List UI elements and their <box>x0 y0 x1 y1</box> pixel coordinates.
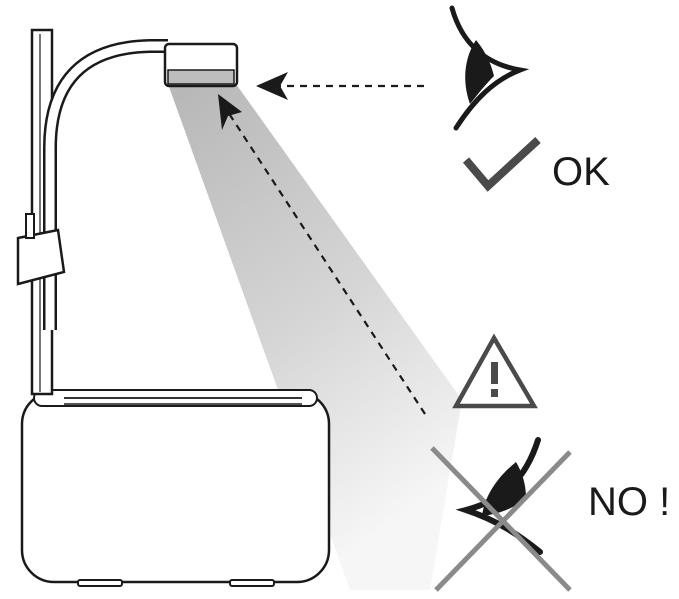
arrowhead-diagonal <box>218 94 242 130</box>
arrowhead-horizontal <box>256 72 288 100</box>
warning-triangle-icon <box>452 333 538 409</box>
cross-out-icon <box>430 446 572 592</box>
pole-clamp <box>16 213 66 286</box>
eye-icon <box>449 5 530 131</box>
checkmark-icon <box>462 137 541 192</box>
arrow-glare-to-lamp <box>227 111 426 415</box>
ok-label: OK <box>552 150 610 194</box>
lamp-head <box>163 42 239 88</box>
light-beam <box>168 84 462 590</box>
no-label: NO ! <box>588 480 671 524</box>
lamp-base <box>20 389 331 587</box>
lamp-arm <box>43 39 168 330</box>
